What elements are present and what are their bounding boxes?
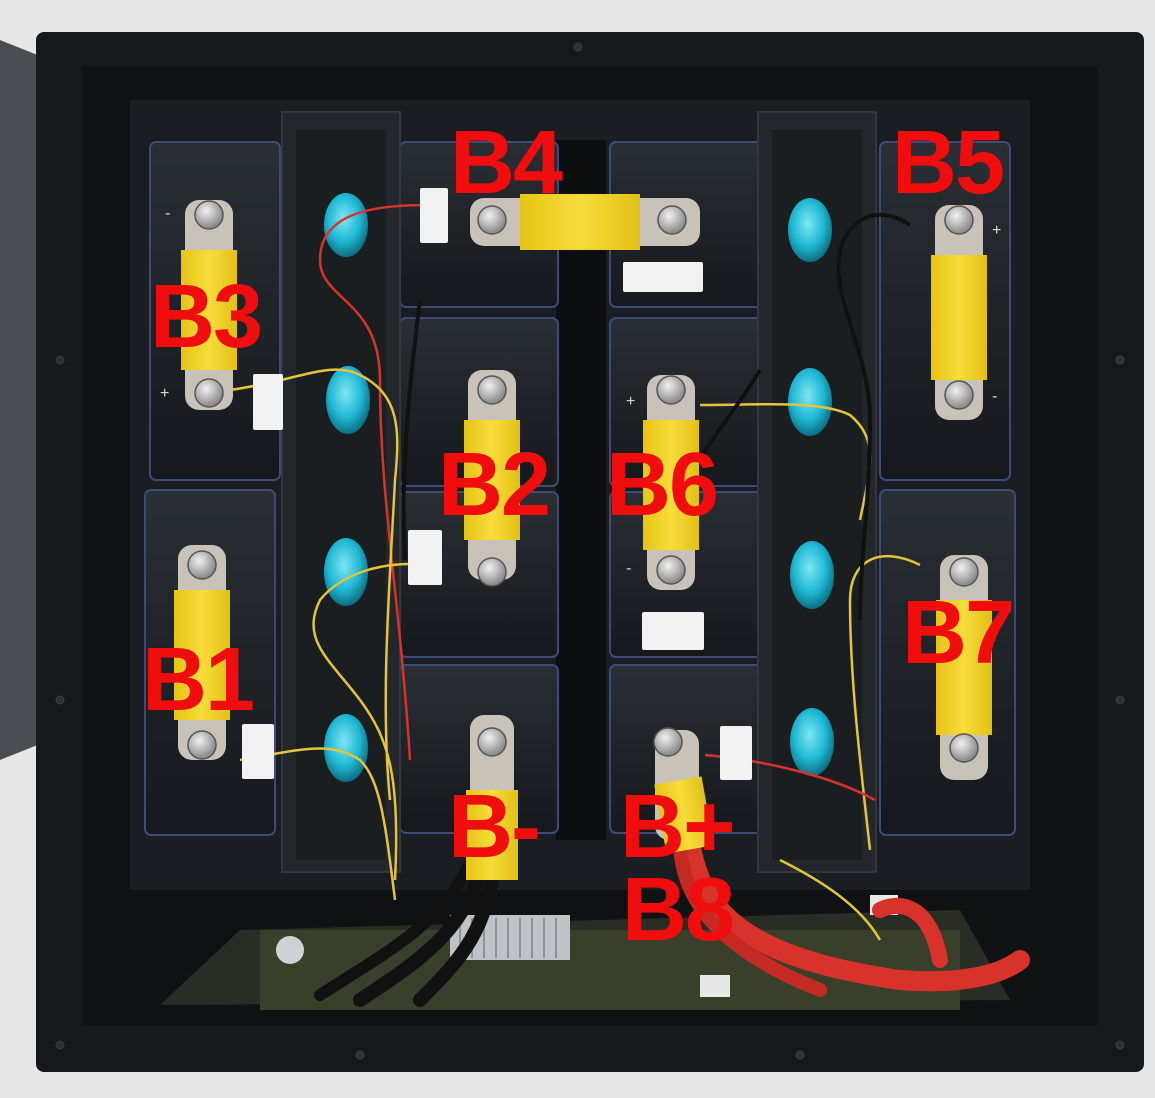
label-b8: B8: [622, 860, 735, 960]
center-divider: [556, 140, 606, 840]
label-b2: B2: [438, 435, 551, 535]
label-b7: B7: [902, 583, 1015, 683]
label-b-minus: B-: [448, 777, 541, 877]
polarity-minus-mark: -: [165, 205, 171, 222]
label-b6: B6: [606, 435, 719, 535]
polarity-plus-mark: +: [992, 222, 1002, 239]
label-b4: B4: [450, 113, 563, 213]
cell-stickers: [242, 188, 752, 780]
busbars: [174, 194, 992, 880]
polarity-plus-mark: +: [626, 393, 636, 410]
vent-icon: [324, 193, 834, 782]
polarity-minus-mark: -: [626, 560, 632, 577]
polarity-plus-mark: +: [160, 385, 170, 402]
label-b3: B3: [150, 267, 263, 367]
polarity-minus-mark: -: [992, 388, 998, 405]
label-b-plus: B+: [620, 777, 736, 877]
sense-wires: [229, 203, 921, 941]
label-b5: B5: [892, 113, 1005, 213]
frame-screws: [55, 42, 1125, 1060]
terminal-bolt-icon: [187, 200, 979, 763]
label-b1: B1: [142, 630, 255, 730]
